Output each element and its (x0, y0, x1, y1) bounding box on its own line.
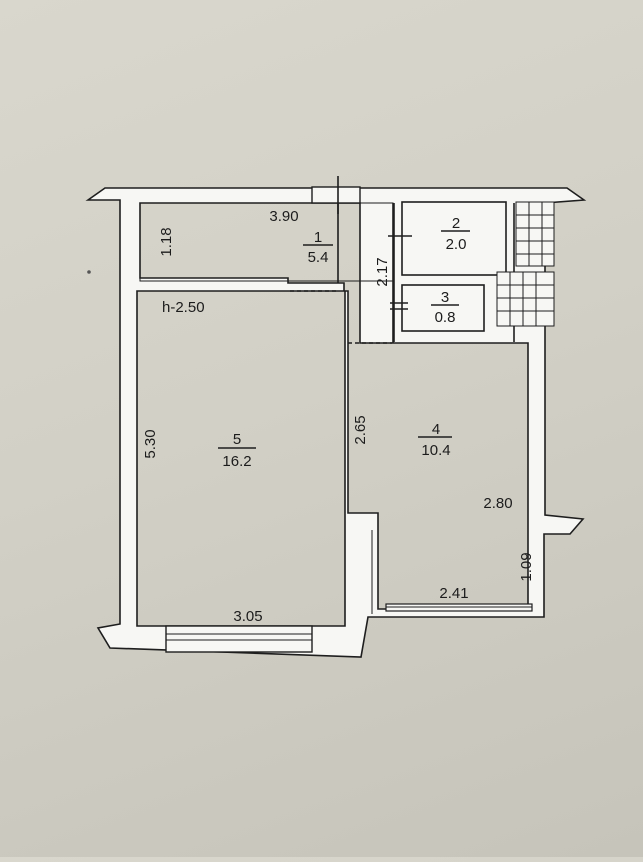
dimension-label: 3.90 (269, 208, 298, 225)
room-4-area: 10.4 (421, 442, 450, 459)
room-5-number: 5 (233, 431, 241, 448)
dimension-label: 2.65 (352, 415, 369, 444)
dimension-label: 2.41 (439, 585, 468, 602)
room-1-area: 5.4 (308, 249, 329, 266)
dimension-label: 3.05 (233, 608, 262, 625)
ceiling-height-label: h-2.50 (162, 299, 205, 316)
room-3-number: 3 (441, 289, 449, 306)
dimension-label: 5.30 (142, 429, 159, 458)
dimension-label: 2.17 (374, 257, 391, 286)
dimension-label: 1.18 (158, 227, 175, 256)
room-1-number: 1 (314, 229, 322, 246)
room-1-outline (139, 202, 394, 282)
room-3-area: 0.8 (435, 309, 456, 326)
outer-wall (85, 187, 587, 658)
dimension-label: 2.80 (483, 495, 512, 512)
dimension-label: 1.09 (518, 552, 535, 581)
room-2-box (401, 201, 507, 276)
window-room5 (165, 625, 313, 653)
room-2-area: 2.0 (446, 236, 467, 253)
room-3-box (401, 284, 485, 332)
room-5-area: 16.2 (222, 453, 251, 470)
room-2-number: 2 (452, 215, 460, 232)
paper-dot (87, 270, 91, 274)
room-4-number: 4 (432, 421, 440, 438)
window-room4 (385, 603, 533, 612)
entrance-door (311, 176, 361, 214)
tile-grid (496, 201, 555, 327)
